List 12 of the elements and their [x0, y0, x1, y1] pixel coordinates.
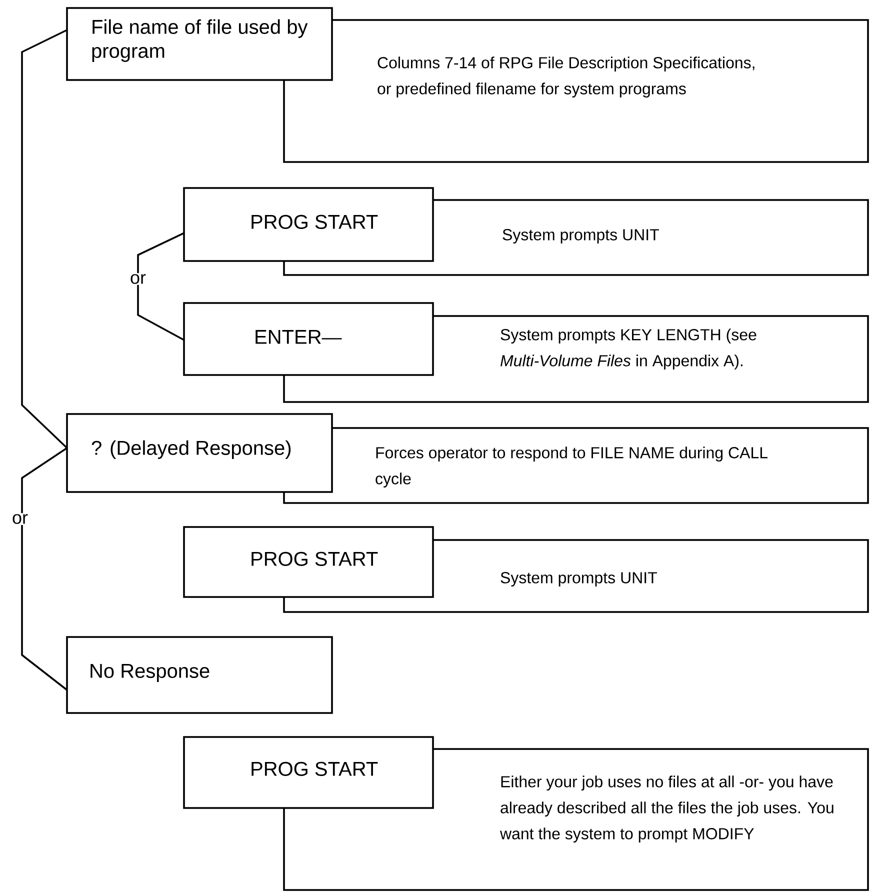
option-box: No Response: [66, 636, 333, 714]
option-box: File name of file used by program: [66, 7, 333, 81]
edge-label: or: [11, 513, 29, 525]
option-box: ENTER—: [183, 302, 434, 376]
option-box: PROG START: [183, 736, 434, 809]
bracket-line: [21, 447, 68, 691]
option-box: ? (Delayed Response): [66, 413, 333, 493]
edge-label: or: [129, 273, 147, 285]
option-box: PROG START: [183, 526, 434, 598]
bracket-line: [137, 232, 184, 341]
option-box: PROG START: [183, 187, 434, 262]
bracket-line: [21, 29, 68, 449]
